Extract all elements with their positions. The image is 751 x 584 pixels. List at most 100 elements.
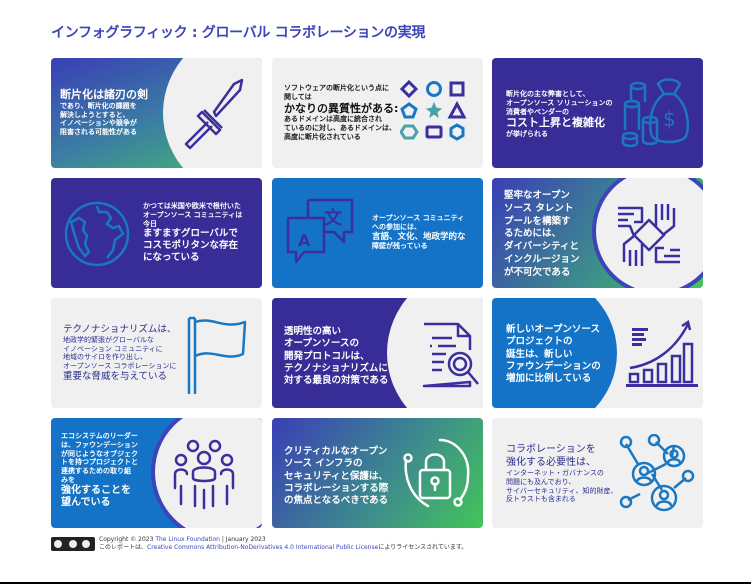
- card-text: 増加に比例している: [506, 373, 592, 385]
- flag-icon: [187, 316, 247, 394]
- card-text: クリティカルなオープン: [284, 446, 388, 457]
- license-suffix: によりライセンスされています。: [378, 544, 468, 552]
- card-text: 堅牢なオープン: [504, 190, 570, 201]
- card-text: オープンソース ソリューションの: [506, 98, 613, 107]
- shapes-icon: [400, 80, 467, 141]
- license-prefix: このレポートは、: [99, 544, 148, 552]
- card-text: 解決しようとすると、: [60, 110, 130, 119]
- globe-icon: [64, 201, 130, 267]
- card-text: 新しいオープンソース: [506, 324, 600, 335]
- card-text: 今日: [143, 219, 157, 228]
- card-text: 地政学的緊張がグローバルな: [63, 335, 154, 344]
- card-text: インクルージョン: [504, 254, 580, 266]
- svg-text:$: $: [663, 107, 676, 131]
- card-collaboration-needs: コラボレーションを 強化する必要性は、 インターネット・ガバナンスの 問題にも及…: [492, 418, 703, 528]
- card-headline: 言語、文化、地政学的な: [372, 231, 466, 242]
- card-text: オープンソースの: [284, 338, 359, 350]
- card-text: 関しては: [284, 92, 312, 101]
- growth-chart-icon: [626, 319, 698, 387]
- card-headline: テクノナショナリズムは、: [63, 324, 177, 335]
- cc-license-badge: [51, 537, 95, 551]
- license-line: このレポートは、Creative Commons Attribution-NoD…: [99, 544, 467, 552]
- card-headline: 断片化は諸刃の剣: [60, 88, 148, 101]
- card-text: あるドメインは高度に統合され: [284, 115, 382, 124]
- card-text: トを持つプロジェクトと: [61, 458, 138, 467]
- bottom-divider: [0, 582, 751, 584]
- by-icon: [68, 539, 78, 549]
- card-headline: ますますグローバルで: [143, 228, 238, 240]
- card-text: るためには、: [504, 228, 562, 240]
- card-text: は、ファウンデーション: [61, 440, 138, 449]
- card-text: ソース インフラの: [284, 458, 363, 470]
- card-technonationalism: テクノナショナリズムは、 地政学的緊張がグローバルな イノベーション コミュニテ…: [51, 298, 262, 408]
- card-text: オープンソース コミュニティは: [143, 210, 243, 219]
- card-text: プロジェクトの: [506, 336, 573, 348]
- svg-text:文: 文: [324, 207, 343, 229]
- card-text: ソフトウェアの断片化という点に: [284, 84, 389, 92]
- card-text: 障壁が残っている: [372, 242, 428, 251]
- card-text: プールを構築す: [504, 215, 571, 227]
- card-circle-bg: [151, 418, 262, 528]
- card-circle-bg: [492, 298, 617, 408]
- card-fragmentation-double-edged: 断片化は諸刃の剣 であり、断片化の課題を 解決しようとすると、 イノベーションや…: [51, 58, 262, 168]
- card-text: 開発プロトコルは、: [284, 350, 370, 362]
- card-circle-bg: [163, 58, 262, 168]
- card-new-projects-foundations: 新しいオープンソース プロジェクトの 誕生は、新しい ファウンデーションの 増加…: [492, 298, 703, 408]
- card-text: 問題にも及んでおり、: [506, 477, 576, 486]
- card-text: 阻害される可能性がある: [60, 128, 137, 136]
- card-headline: コラボレーションを: [506, 444, 596, 455]
- card-text: イノベーションや競争が: [60, 119, 137, 128]
- card-language-barriers: 文 A オープンソース コミュニティ への参加には、 言語、文化、地政学的な 障…: [272, 178, 483, 288]
- money-bag-icon: $: [621, 78, 690, 148]
- card-text: オープンソース コラボレーションに: [63, 362, 177, 371]
- card-headline: 望んでいる: [61, 497, 111, 508]
- cc-icon: [53, 539, 63, 549]
- svg-text:A: A: [298, 231, 311, 250]
- card-text: 透明性の高い: [284, 326, 342, 337]
- card-text: サイバーセキュリティ、知的財産、: [506, 486, 618, 495]
- people-group-icon: [173, 439, 235, 510]
- card-text: イノベーション コミュニティに: [63, 344, 163, 353]
- card-text: オープンソース コミュニティ: [372, 214, 465, 222]
- document-search-icon: [422, 322, 479, 388]
- card-infrastructure-security: クリティカルなオープン ソース インフラの セキュリティと保護は、 コラボレーシ…: [272, 418, 483, 528]
- card-heterogeneity: ソフトウェアの断片化という点に 関しては かなりの異質性がある: あるドメインは…: [272, 58, 483, 168]
- card-text: 連携するための取り組: [61, 467, 131, 475]
- card-headline: になっている: [143, 252, 200, 263]
- card-text: ているのに対し、あるドメインは、: [284, 124, 396, 132]
- card-cost-complexity: 断片化の主な弊害として、 オープンソース ソリューションの 消費者やベンダーの …: [492, 58, 703, 168]
- card-text: インターネット・ガバナンスの: [506, 469, 604, 477]
- card-text: が不可欠である: [504, 266, 571, 278]
- license-link[interactable]: Creative Commons Attribution-NoDerivativ…: [147, 544, 379, 552]
- card-text: テクノナショナリズムに: [284, 363, 388, 375]
- card-text: 地域のサイロを作り出し、: [63, 353, 147, 362]
- linux-foundation-link[interactable]: The Linux Foundation: [155, 536, 220, 543]
- hands-icon: [618, 204, 680, 266]
- card-transparent-protocols: 透明性の高い オープンソースの 開発プロトコルは、 テクノナショナリズムに 対す…: [272, 298, 483, 408]
- card-headline: 強化する必要性は、: [506, 456, 596, 468]
- card-text: 反トラストも含まれる: [506, 495, 576, 504]
- footer: Copyright © 2023 The Linux Foundation | …: [99, 536, 467, 552]
- date-text: | January 2023: [219, 536, 266, 543]
- card-text: が挙げられる: [506, 130, 548, 138]
- card-ecosystem-leaders: エコシステムのリーダー は、ファウンデーション が同じようなオブジェク トを持つ…: [51, 418, 262, 528]
- card-text: セキュリティと保護は、: [284, 470, 388, 482]
- sword-icon: [184, 78, 244, 150]
- translate-icon: 文 A: [286, 198, 354, 264]
- card-headline: 重要な脅威を与えている: [63, 370, 168, 382]
- network-icon: [619, 434, 695, 512]
- card-text: ファウンデーションの: [506, 361, 601, 373]
- card-text: みを: [61, 475, 75, 484]
- card-headline: かなりの異質性がある:: [284, 101, 399, 115]
- lock-icon: [403, 438, 470, 508]
- copyright-line: Copyright © 2023 The Linux Foundation | …: [99, 536, 467, 544]
- card-text: ダイバーシティと: [504, 241, 580, 253]
- card-text: が同じようなオブジェク: [61, 449, 138, 458]
- card-headline: コスモポリタンな存在: [143, 240, 239, 252]
- card-text: エコシステムのリーダー: [61, 432, 138, 440]
- nd-icon: [81, 539, 91, 549]
- card-text: かつては米国や欧米で根付いた: [143, 202, 241, 210]
- card-text: の焦点となるべきである: [284, 495, 389, 507]
- card-circle-bg: [592, 178, 703, 288]
- copyright-text: Copyright © 2023: [99, 536, 156, 543]
